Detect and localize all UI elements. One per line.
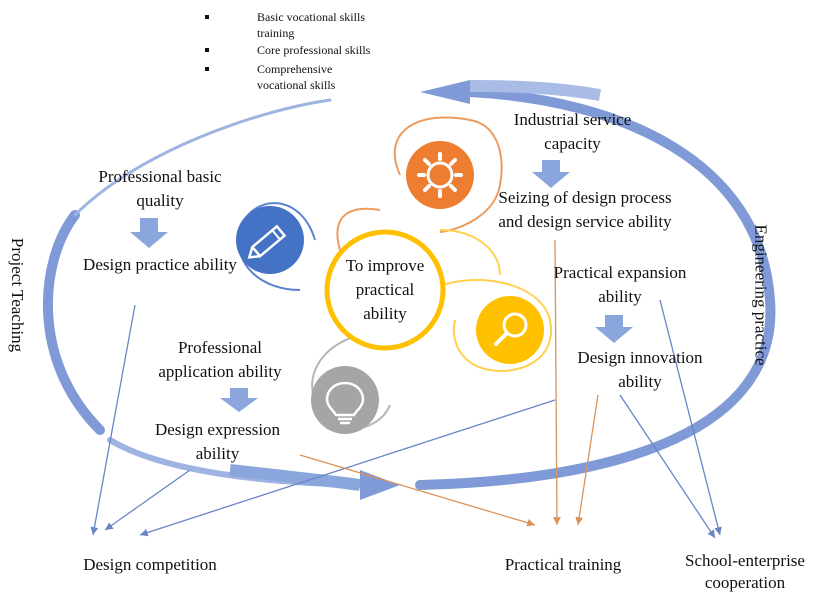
ring-top-left-segment	[73, 98, 332, 217]
ring-bottom-arrow	[360, 470, 400, 500]
label-practical-expansion-ability: Practical expansion ability	[553, 263, 687, 306]
label-engineering-practice: Engineering practice	[751, 224, 771, 366]
down-arrow-left-2	[220, 388, 258, 412]
label-industrial-service-capacity: Industrial service capacity	[513, 110, 632, 153]
ring-top-arrow	[420, 80, 470, 104]
label-practical-training: Practical training	[504, 555, 622, 574]
label-professional-basic-quality: Professional basic quality	[98, 167, 222, 210]
icon-connectors	[237, 116, 553, 430]
cycle-ring	[42, 80, 776, 500]
bullet-text: Core professional skills	[257, 43, 371, 57]
bullet-dot	[205, 15, 209, 19]
down-arrows	[130, 160, 633, 412]
label-design-practice-ability: Design practice ability	[83, 255, 237, 274]
ring-top-arrow-tail	[469, 80, 602, 101]
outcome-lines-blue	[90, 299, 722, 539]
ring-right-segment	[415, 87, 776, 490]
bullet-dot	[205, 48, 209, 52]
outcome-lines-orange	[299, 239, 599, 527]
label-project-teaching: Project Teaching	[8, 237, 28, 353]
inner-orange-loop	[336, 207, 381, 251]
center-circle	[324, 229, 446, 351]
down-arrow-right-2	[595, 315, 633, 343]
bullet-dot	[205, 67, 209, 71]
label-seizing-design-process: Seizing of design process and design ser…	[498, 188, 672, 231]
pencil-icon	[236, 206, 304, 274]
bullet-text: Basic vocational skills training	[257, 10, 365, 40]
label-design-expression-ability: Design expression ability	[154, 420, 281, 463]
gear-icon	[406, 141, 474, 209]
ring-bottom-arrow-tail	[229, 464, 361, 491]
search-icon	[476, 296, 544, 364]
center-label: To improve practical ability	[345, 256, 425, 323]
label-professional-application-ability: Professional application ability	[158, 338, 282, 381]
ring-left-segment	[42, 210, 105, 435]
lightbulb-icon	[311, 366, 379, 434]
bullet-text: Comprehensive vocational skills	[257, 62, 336, 92]
down-arrow-right-1	[532, 160, 570, 188]
label-design-competition: Design competition	[83, 555, 217, 574]
label-design-innovation-ability: Design innovation ability	[577, 348, 703, 391]
search-connector	[429, 279, 553, 372]
inner-yellow-loop	[439, 229, 501, 276]
down-arrow-left-1	[130, 218, 168, 248]
label-school-enterprise-cooperation: School-enterprise cooperation	[685, 551, 805, 592]
gear-connector	[393, 116, 503, 233]
